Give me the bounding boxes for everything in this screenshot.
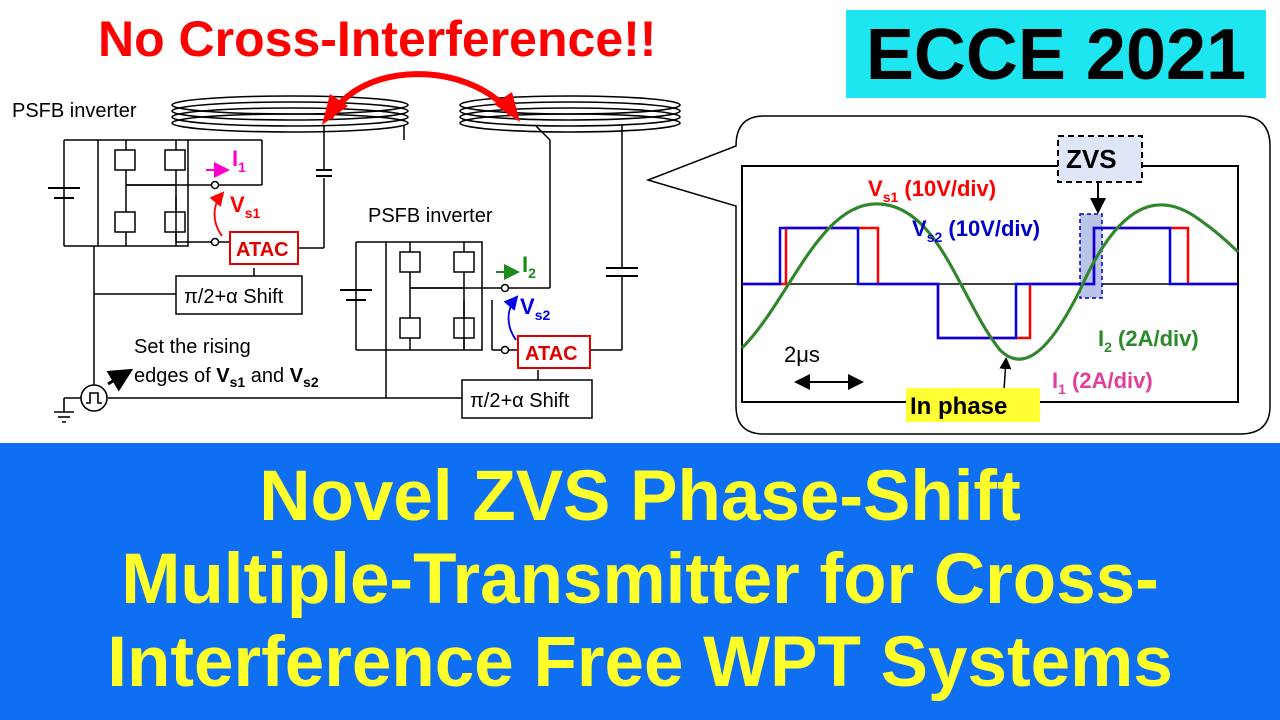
- zvs-label: ZVS: [1066, 144, 1117, 174]
- diagram-area: PSFB inverter PSFB inverter ATAC ATAC π/…: [12, 71, 1271, 435]
- circuit-diagram: PSFB inverter PSFB inverter ATAC ATAC π/…: [12, 71, 1271, 435]
- control-wiring: [93, 246, 539, 399]
- title-line-3: Interference Free WPT Systems: [107, 623, 1173, 702]
- shift-label-1: π/2+α Shift: [184, 286, 284, 308]
- zvs-label-box: [1057, 135, 1143, 183]
- vs1-arrow: [209, 191, 225, 237]
- oscilloscope-plot: [740, 165, 1240, 403]
- note-arrow: [106, 368, 134, 392]
- i1-scope-label: I1 (2A/div): [1052, 368, 1153, 397]
- headline: No Cross-Interference!!: [98, 11, 657, 67]
- inverter-1: [48, 125, 405, 249]
- atac-box-2: [517, 335, 591, 369]
- vs2-scope-label: Vs2 (10V/div): [912, 216, 1040, 245]
- i1-label: I1: [232, 146, 246, 175]
- paper-title: Novel ZVS Phase-Shift Multiple-Transmitt…: [0, 455, 1280, 704]
- i2-scope-label: I2 (2A/div): [1098, 326, 1199, 355]
- vs2-label: Vs2: [520, 294, 550, 323]
- conference-label: ECCE 2021: [865, 15, 1247, 95]
- title-line-1: Novel ZVS Phase-Shift: [259, 457, 1021, 536]
- conference-badge: [846, 10, 1266, 98]
- inverter2-label: PSFB inverter: [368, 205, 493, 227]
- cross-interference-arrow: [327, 71, 515, 120]
- tx-coil-1: [171, 95, 409, 133]
- vs2-waveform: [742, 226, 1238, 340]
- vs1-scope-label: Vs1 (10V/div): [868, 176, 996, 205]
- vs1-label: Vs1: [230, 192, 260, 221]
- atac-label-1: ATAC: [236, 239, 289, 261]
- clock-source-icon: [54, 384, 108, 423]
- inverter-2: [340, 125, 638, 355]
- atac-box-1: [229, 231, 299, 265]
- time-scale-label: 2μs: [784, 342, 820, 367]
- arrowhead-left: [322, 94, 348, 125]
- shift-box-1: [175, 275, 303, 315]
- tx-coil-2: [459, 95, 681, 133]
- inverter1-label: PSFB inverter: [12, 100, 137, 122]
- shift-label-2: π/2+α Shift: [470, 390, 570, 412]
- arrowhead-right: [494, 92, 520, 122]
- title-banner: [0, 443, 1280, 720]
- in-phase-pointer: [999, 357, 1012, 391]
- vs2-arrow: [503, 295, 519, 341]
- title-line-2: Multiple-Transmitter for Cross-: [121, 540, 1159, 619]
- in-phase-box: [906, 388, 1040, 422]
- i1-waveform: [740, 202, 1240, 361]
- i2-label: I2: [522, 252, 536, 281]
- note-line-2: edges of Vs1 and Vs2: [134, 365, 319, 390]
- atac-label-2: ATAC: [525, 343, 578, 365]
- in-phase-label: In phase: [910, 393, 1007, 420]
- note-line-1: Set the rising: [134, 336, 251, 358]
- shift-box-2: [461, 379, 593, 419]
